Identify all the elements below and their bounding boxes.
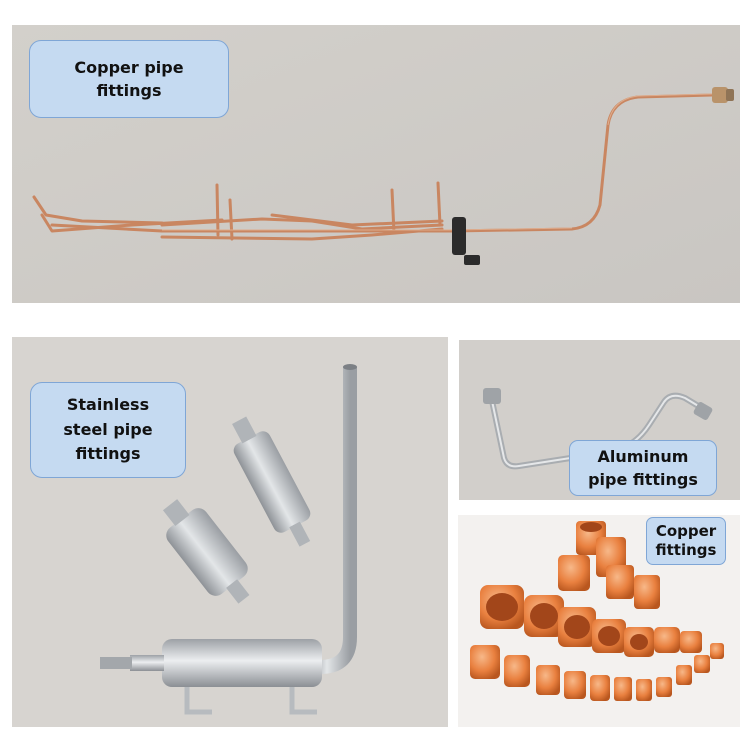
copper-pipe-panel: Copper pipe fittings (12, 25, 740, 303)
aluminum-pipe-label: Aluminum pipe fittings (569, 440, 717, 496)
stainless-steel-label: Stainless steel pipe fittings (30, 382, 186, 478)
copper-pipe-label: Copper pipe fittings (29, 40, 229, 118)
stainless-steel-panel: Stainless steel pipe fittings (12, 337, 448, 727)
aluminum-pipe-panel: Aluminum pipe fittings (459, 340, 740, 500)
copper-fittings-panel: Copper fittings (458, 515, 740, 727)
copper-fittings-label: Copper fittings (646, 517, 726, 565)
